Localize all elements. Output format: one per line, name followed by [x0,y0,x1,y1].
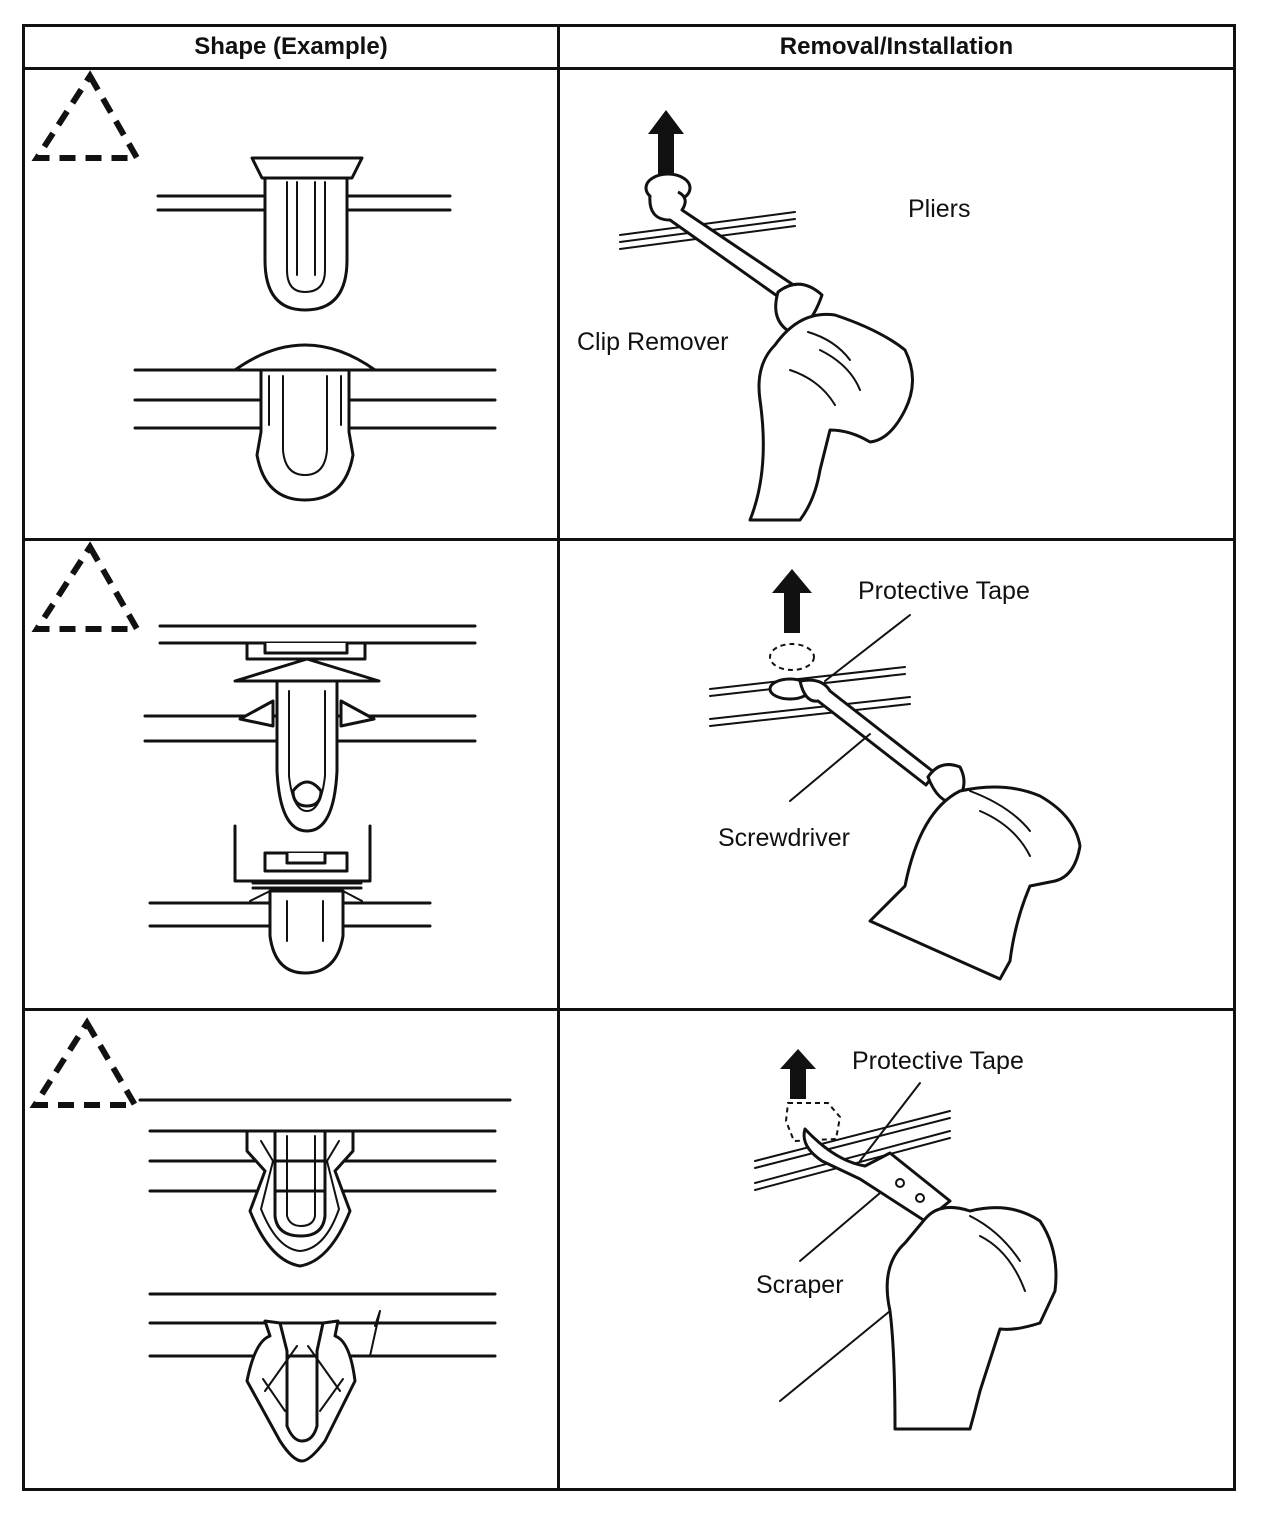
label-pliers: Pliers [908,195,971,223]
up-arrow-icon [648,110,684,175]
label-screwdriver: Screwdriver [718,824,850,852]
dashed-triangle-icon [29,1017,141,1108]
row-2-shape-cell [25,541,557,1008]
row-3-removal-cell: Protective Tape Scraper [560,1011,1233,1488]
label-scraper: Scraper [756,1271,844,1299]
dashed-triangle-icon [31,541,143,632]
label-clip-remover: Clip Remover [577,328,729,356]
trim-clip-illustration [143,624,477,975]
row-divider-1 [22,538,1236,541]
table-border-left [22,24,25,1491]
scraper-illustration [754,1049,1058,1431]
label-protective-tape: Protective Tape [858,577,1030,605]
label-protective-tape: Protective Tape [852,1047,1024,1075]
up-arrow-icon [772,569,812,633]
row-divider-2 [22,1008,1236,1011]
header-removal-installation: Removal/Installation [779,33,1014,60]
row-2-removal-cell: Protective Tape Screwdriver [560,541,1233,1008]
row-3-shape-cell [25,1011,557,1488]
up-arrow-icon [780,1049,816,1099]
table-border-top [22,24,1236,27]
row-1-shape-cell [25,70,557,538]
header-shape-example: Shape (Example) [194,33,388,60]
screwdriver-illustration [709,569,1082,981]
column-divider [557,24,560,1491]
header-divider [22,67,1236,70]
clip-remover-illustration [619,110,914,522]
push-rivet-clip-illustration [133,156,497,502]
row-1-removal-cell: Clip Remover Pliers [560,70,1233,538]
table-border-bottom [22,1488,1236,1491]
dashed-triangle-icon [31,70,143,161]
panel-clip-illustration [138,1098,512,1463]
table-border-right [1233,24,1236,1491]
